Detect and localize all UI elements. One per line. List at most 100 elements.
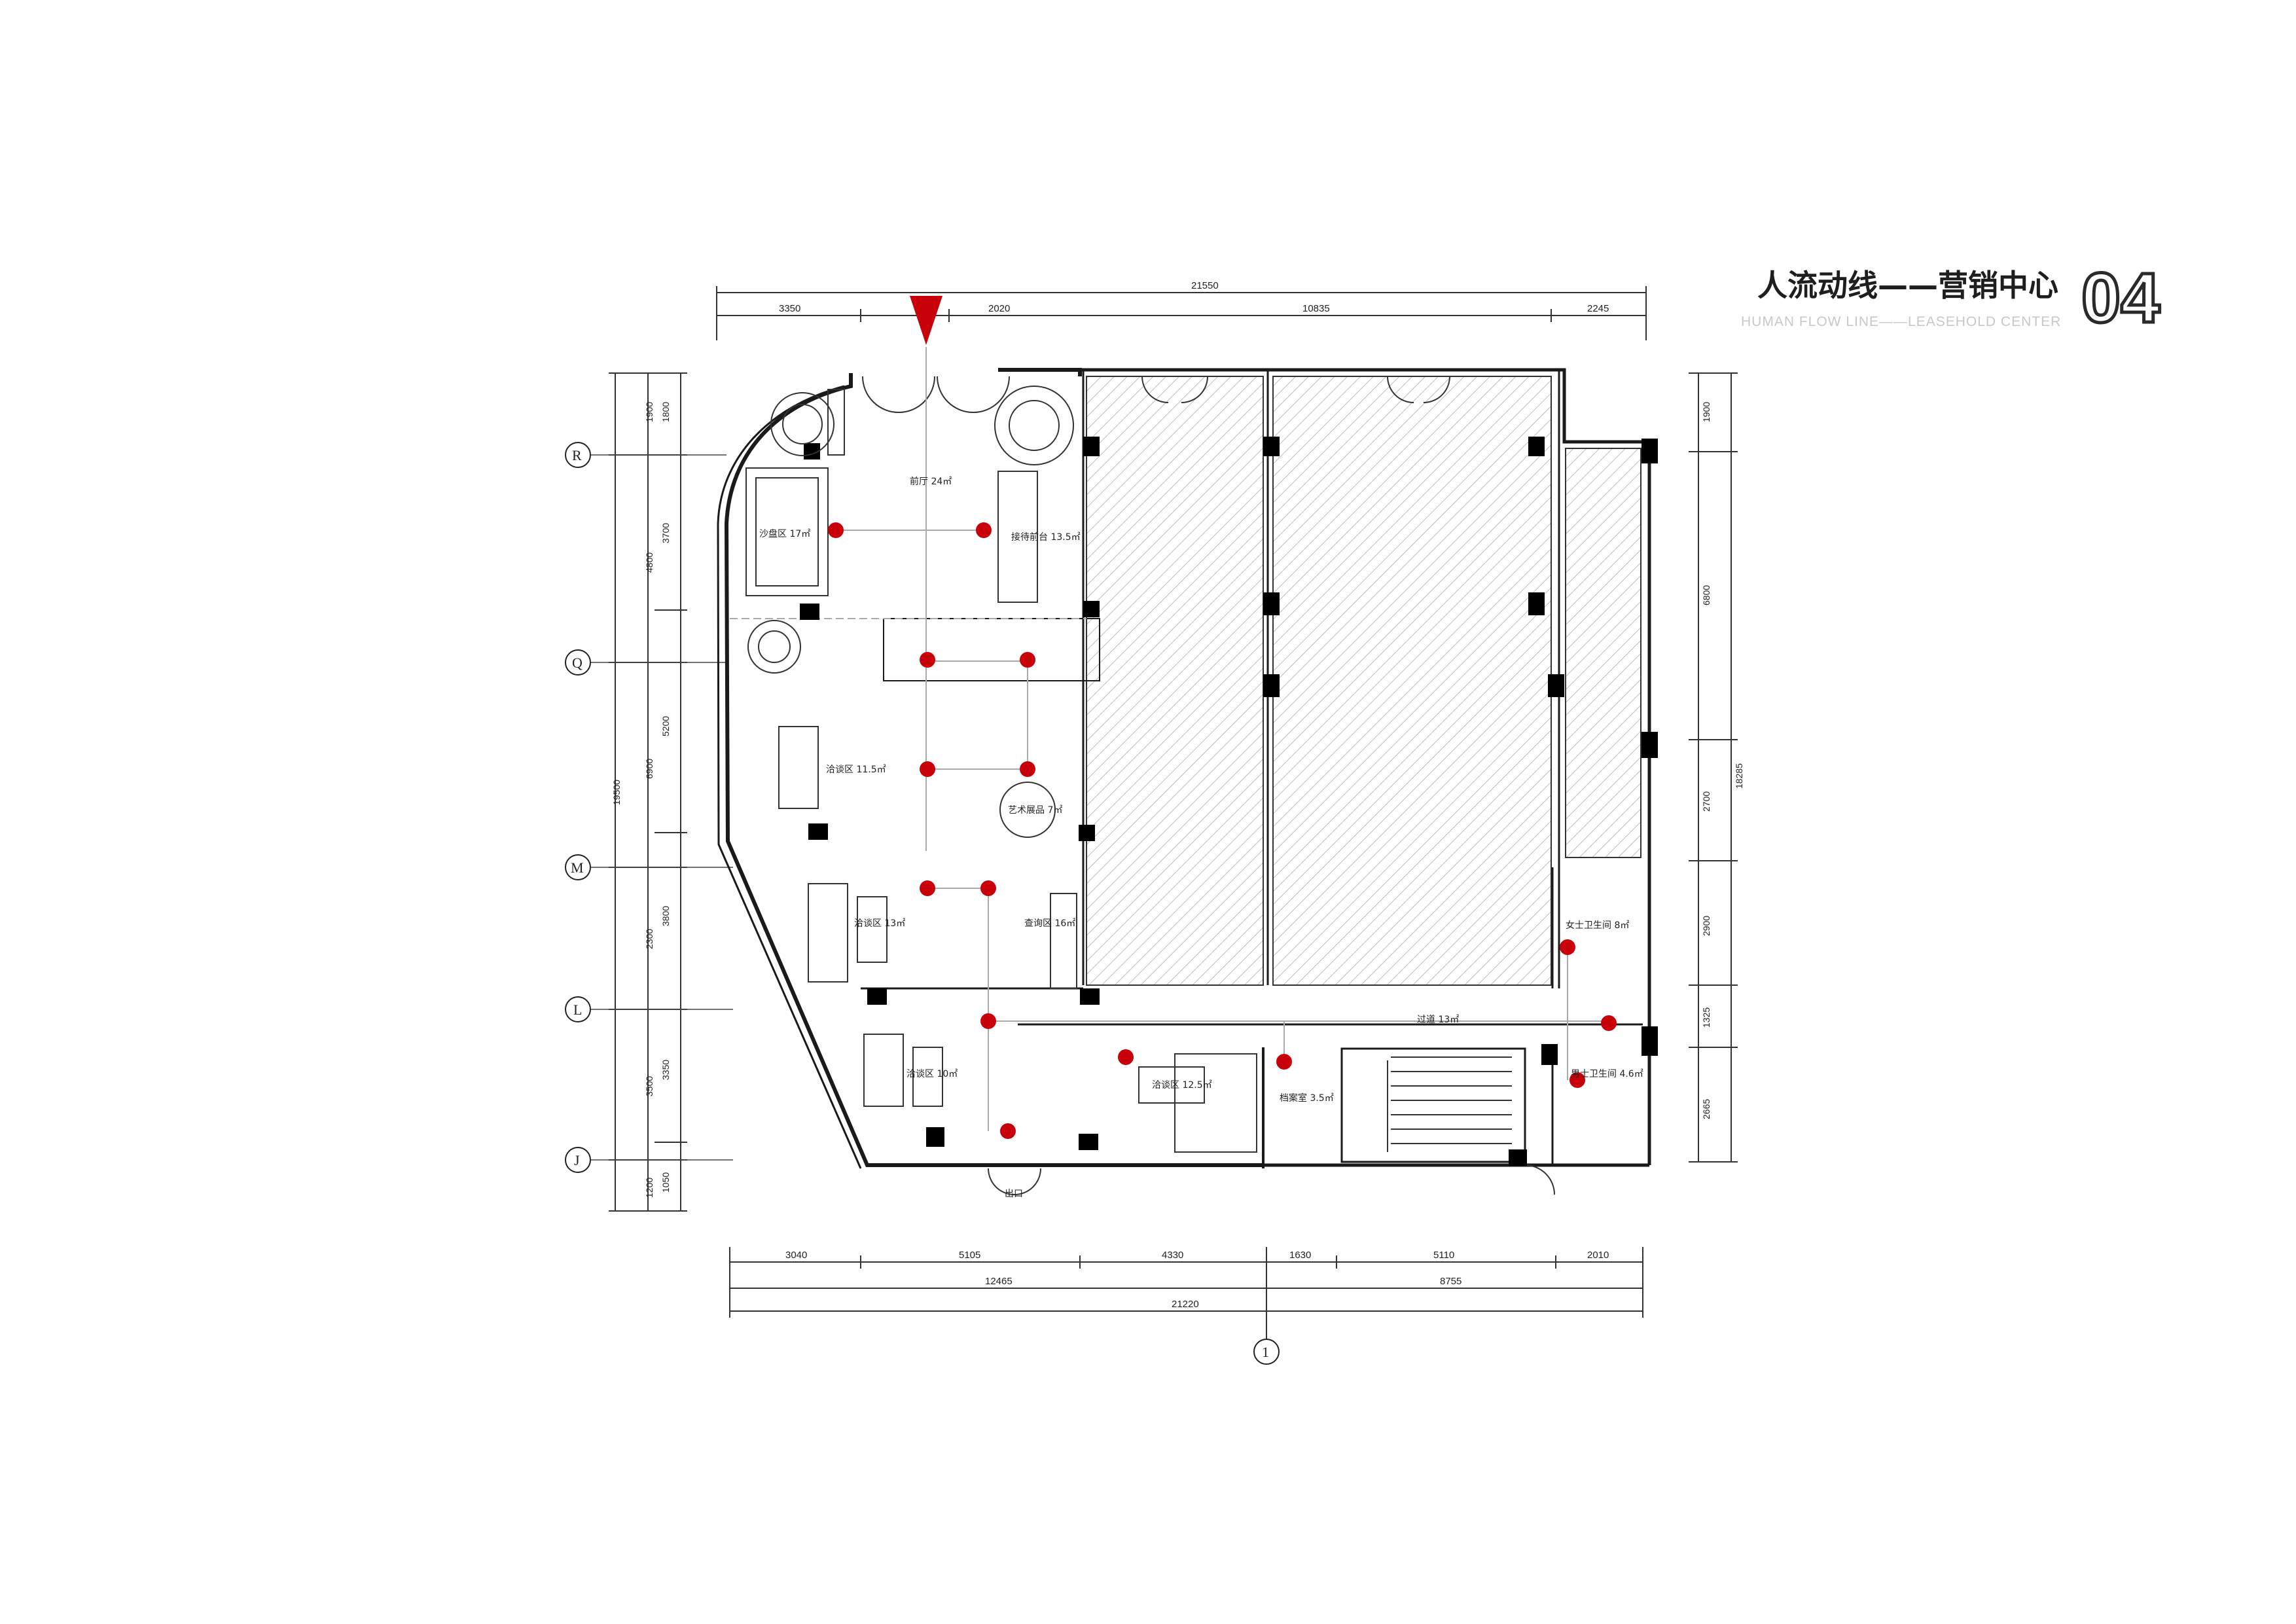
room-label-nego-3: 洽谈区 10㎡: [906, 1069, 958, 1079]
table: [912, 1047, 943, 1107]
dim-left-inner-4: 3800: [660, 906, 671, 926]
dim-left-outer-total: 19500: [611, 780, 622, 805]
dim-left-outer-3: 6900: [644, 759, 655, 779]
flow-dot: [1020, 761, 1035, 777]
column: [1263, 592, 1280, 615]
dim-bottom-3: 4330: [1162, 1250, 1183, 1261]
room-label-nego-4: 洽谈区 12.5㎡: [1152, 1080, 1212, 1091]
dim-bottom-sub-1: 12465: [985, 1276, 1013, 1287]
column: [1641, 732, 1658, 758]
axis-label-1: 1: [1262, 1344, 1269, 1360]
flow-dot: [1570, 1072, 1585, 1088]
staircase: [1387, 1056, 1512, 1152]
room-label-sand-table: 沙盘区 17㎡: [759, 528, 810, 539]
axis-label-q: Q: [572, 655, 583, 671]
column: [1641, 1026, 1658, 1056]
dim-bottom-2: 5105: [959, 1250, 980, 1261]
dim-right-total: 18285: [1734, 763, 1744, 789]
plants: [747, 386, 1074, 838]
flow-dot: [920, 652, 935, 668]
dim-left-outer-2: 4800: [644, 552, 655, 573]
room-label-hall: 前厅 24㎡: [910, 476, 952, 487]
table: [857, 896, 888, 963]
sand-table: [745, 467, 829, 596]
dim-bottom-1: 3040: [785, 1250, 807, 1261]
axis-column: 1: [1253, 1339, 1280, 1365]
reception-desk: [997, 471, 1038, 603]
axis-label-j: J: [574, 1152, 580, 1168]
dim-bottom-total: 21220: [1172, 1299, 1199, 1310]
title-block: 人流动线——营销中心 HUMAN FLOW LINE——LEASEHOLD CE…: [1741, 257, 2162, 339]
sofa: [778, 726, 819, 809]
dim-right-3: 2700: [1701, 791, 1712, 812]
dimension-bottom-labels: 3040 5105 4330 1630 5110 2010 12465 8755…: [785, 1250, 1609, 1310]
dim-left-outer-5: 3500: [644, 1076, 655, 1096]
furniture: [745, 389, 1257, 1153]
room-label-archive: 档案室 3.5㎡: [1280, 1092, 1334, 1104]
axis-label-m: M: [571, 859, 584, 876]
column: [1079, 1134, 1098, 1150]
room-label-nego-2: 洽谈区 13㎡: [854, 918, 905, 929]
room-label-nego-1: 洽谈区 11.5㎡: [826, 765, 886, 775]
flow-dot: [1276, 1054, 1292, 1070]
column: [808, 823, 828, 840]
flow-dot: [1560, 939, 1575, 955]
column: [926, 1127, 944, 1147]
axis-label-r: R: [572, 447, 582, 463]
page-subtitle: HUMAN FLOW LINE——LEASEHOLD CENTER: [1741, 314, 2061, 329]
flow-dot: [828, 522, 844, 538]
flow-dot: [976, 522, 992, 538]
dim-left-inner-1: 1800: [660, 402, 671, 422]
column: [1641, 439, 1658, 463]
flow-dot: [920, 880, 935, 896]
axis-label-l: L: [573, 1001, 582, 1018]
dim-top-total: 21550: [1191, 280, 1219, 291]
dim-left-inner-5: 3350: [660, 1060, 671, 1080]
dimension-top-labels: 21550 3350 2020 10835 2245: [779, 280, 1609, 314]
room-label-corridor: 过道 13㎡: [1417, 1015, 1459, 1025]
flow-dot: [920, 761, 935, 777]
leasing-unit-2: [1272, 376, 1552, 986]
column: [1079, 825, 1095, 841]
column: [1083, 601, 1100, 617]
building-walls: [717, 368, 1651, 1169]
plant-icon: [994, 386, 1074, 465]
flow-dot: [1118, 1049, 1134, 1065]
room-label-water-bar: 查询区 16㎡: [1024, 918, 1075, 929]
dim-left-outer-4: 2300: [644, 929, 655, 949]
plant-icon: [770, 392, 834, 456]
column: [1263, 437, 1280, 456]
flow-dot: [1000, 1123, 1016, 1139]
column: [1080, 988, 1100, 1005]
column: [867, 988, 887, 1005]
dim-bottom-4: 1630: [1289, 1250, 1311, 1261]
counter: [1174, 1053, 1257, 1153]
dim-right-2: 6800: [1701, 585, 1712, 605]
sofa: [808, 883, 848, 983]
flow-dot: [1020, 652, 1035, 668]
dim-bottom-5: 5110: [1433, 1250, 1454, 1261]
page-title: 人流动线——营销中心: [1757, 268, 2058, 303]
column: [1541, 1044, 1558, 1065]
flow-dot: [980, 880, 996, 896]
dim-right-1: 1900: [1701, 402, 1712, 422]
column: [1528, 592, 1545, 615]
column: [1509, 1149, 1527, 1166]
dim-right-4: 2900: [1701, 916, 1712, 936]
dim-left-inner-3: 5200: [660, 716, 671, 736]
dim-left-inner-2: 3700: [660, 523, 671, 543]
dim-left-outer-6: 1200: [644, 1178, 655, 1198]
room-label-reception: 接待前台 13.5㎡: [1011, 532, 1081, 543]
flow-points: [828, 522, 1617, 1139]
structural-columns: [800, 437, 1658, 1166]
leasing-unit-1: [1086, 376, 1264, 986]
dim-top-2: 2020: [988, 303, 1010, 314]
dim-top-1: 3350: [779, 303, 800, 314]
dimension-right-labels: 1900 6800 2700 2900 1325 2665 18285: [1701, 402, 1744, 1119]
leasing-units: [1086, 376, 1641, 986]
column: [800, 604, 819, 620]
art-display-icon: [999, 782, 1056, 838]
dimension-left-labels: 19500 1900 4800 6900 2300 3500 1200 1800…: [611, 402, 671, 1198]
sofa: [863, 1034, 904, 1107]
